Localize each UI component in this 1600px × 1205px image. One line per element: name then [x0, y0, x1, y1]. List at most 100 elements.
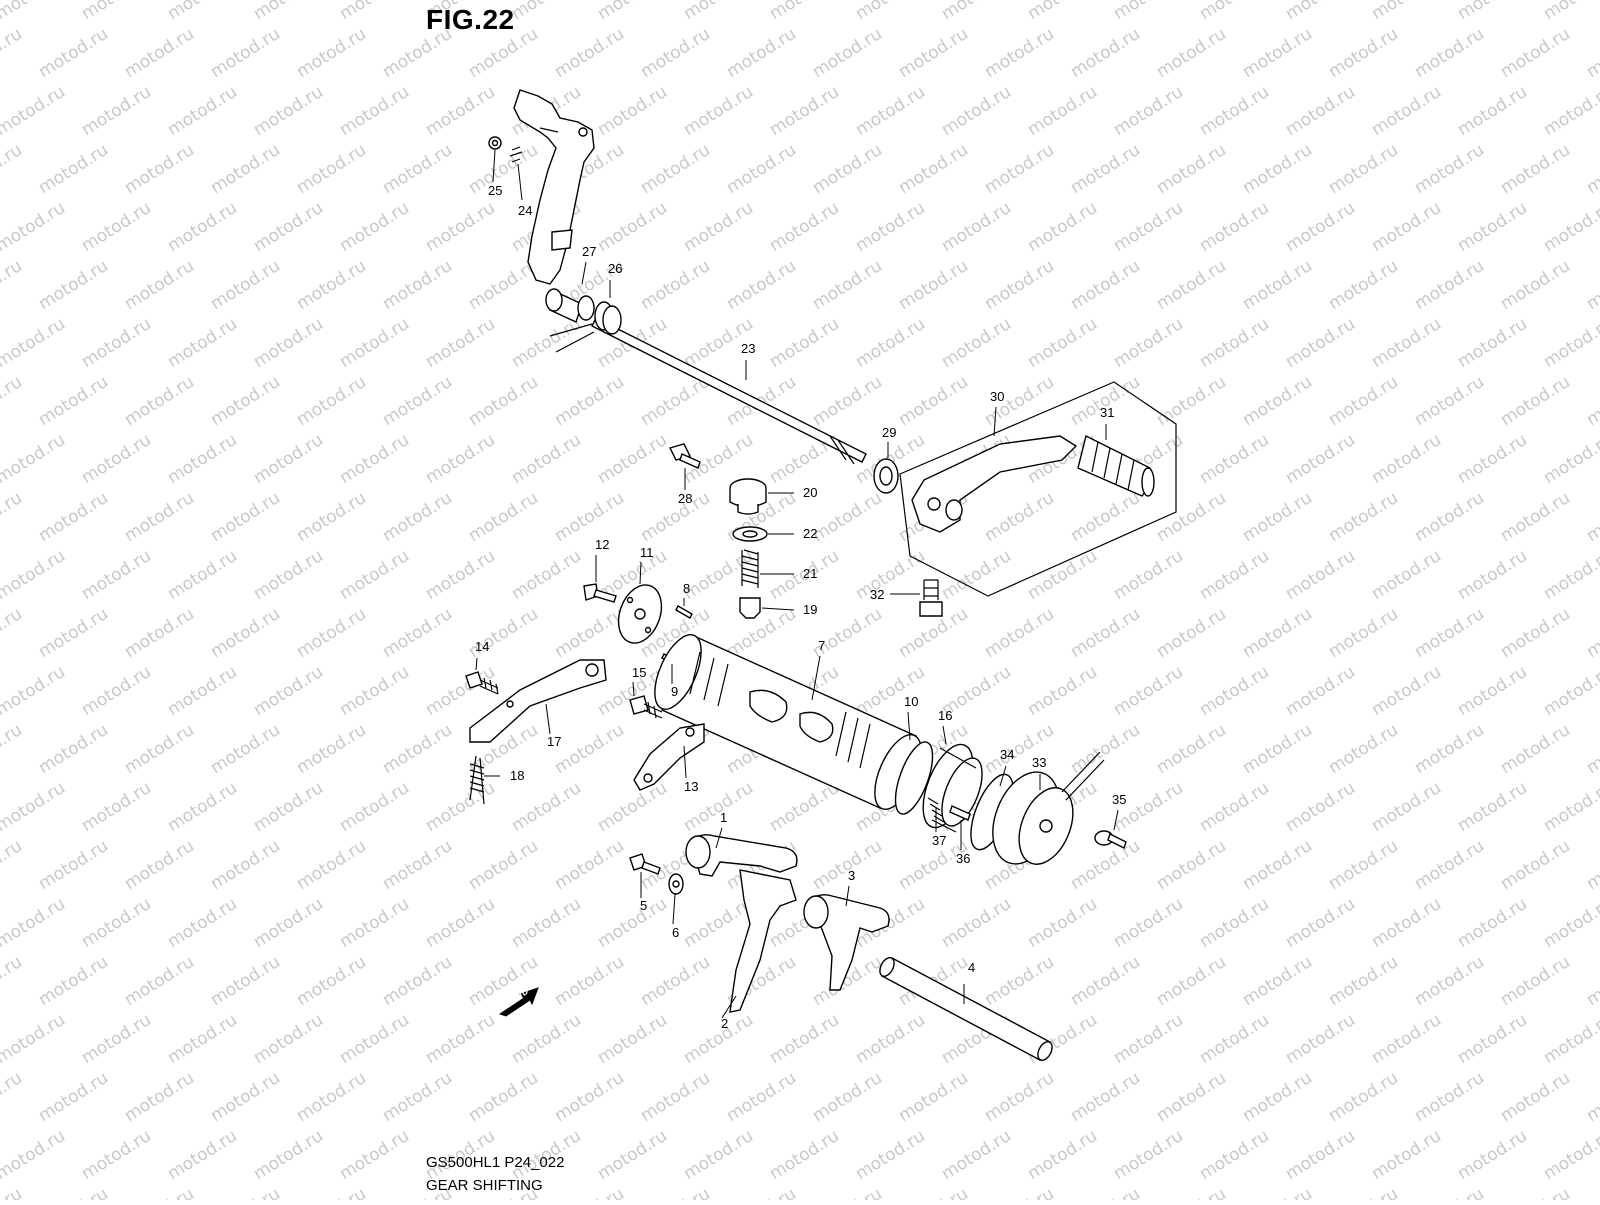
- watermark-text: motod.ru: [1368, 1010, 1445, 1068]
- watermark-text: motod.ru: [723, 24, 800, 82]
- callout-label-23: 23: [741, 341, 755, 356]
- watermark-text: motod.ru: [766, 0, 843, 24]
- watermark-text: motod.ru: [164, 1010, 241, 1068]
- watermark-text: motod.ru: [551, 952, 628, 1010]
- watermark-text: motod.ru: [938, 894, 1015, 952]
- watermark-text: motod.ru: [293, 488, 370, 546]
- watermark-text: motod.ru: [809, 24, 886, 82]
- callout-leader-19: [761, 607, 795, 611]
- watermark-text: motod.ru: [1110, 1126, 1187, 1184]
- callout-label-7: 7: [818, 638, 825, 653]
- watermark-text: motod.ru: [121, 720, 198, 778]
- watermark-text: motod.ru: [0, 778, 69, 836]
- watermark-text: motod.ru: [250, 662, 327, 720]
- watermark-text: motod.ru: [809, 836, 886, 894]
- watermark-text: motod.ru: [336, 662, 413, 720]
- watermark-text: motod.ru: [1454, 1010, 1531, 1068]
- watermark-text: motod.ru: [1239, 372, 1316, 430]
- watermark-text: motod.ru: [164, 894, 241, 952]
- part-36-pin: [949, 805, 971, 821]
- watermark-text: motod.ru: [1239, 24, 1316, 82]
- watermark-text: motod.ru: [1583, 256, 1600, 314]
- callout-label-10: 10: [904, 694, 918, 709]
- watermark-text: motod.ru: [895, 1068, 972, 1126]
- watermark-text: motod.ru: [981, 952, 1058, 1010]
- watermark-text: motod.ru: [852, 0, 929, 24]
- watermark-text: motod.ru: [379, 1068, 456, 1126]
- watermark-text: motod.ru: [78, 546, 155, 604]
- callout-layer: 1234567891011121314151617181920212223242…: [475, 149, 1126, 1031]
- watermark-text: motod.ru: [336, 546, 413, 604]
- callout-label-4: 4: [968, 960, 975, 975]
- watermark-text: motod.ru: [1153, 256, 1230, 314]
- watermark-text: motod.ru: [1368, 894, 1445, 952]
- watermark-text: motod.ru: [1368, 0, 1445, 24]
- watermark-text: motod.ru: [1239, 1068, 1316, 1126]
- watermark-text: motod.ru: [1497, 372, 1574, 430]
- watermark-text: motod.ru: [508, 778, 585, 836]
- watermark-text: motod.ru: [1540, 546, 1600, 604]
- callout-label-28: 28: [678, 491, 692, 506]
- watermark-text: motod.ru: [1583, 1068, 1600, 1126]
- watermark-text: motod.ru: [852, 314, 929, 372]
- watermark-text: motod.ru: [121, 488, 198, 546]
- watermark-text: motod.ru: [809, 488, 886, 546]
- watermark-text: motod.ru: [1368, 778, 1445, 836]
- watermark-text: motod.ru: [121, 1068, 198, 1126]
- part-35-screw: [1094, 830, 1127, 849]
- watermark-text: motod.ru: [121, 836, 198, 894]
- watermark-text: motod.ru: [895, 1184, 972, 1200]
- watermark-text: motod.ru: [78, 778, 155, 836]
- watermark-text: motod.ru: [35, 372, 112, 430]
- watermark-text: motod.ru: [207, 140, 284, 198]
- watermark-text: motod.ru: [0, 140, 26, 198]
- watermark-text: motod.ru: [1583, 140, 1600, 198]
- watermark-text: motod.ru: [637, 488, 714, 546]
- watermark-text: motod.ru: [1411, 1068, 1488, 1126]
- watermark-text: motod.ru: [594, 778, 671, 836]
- watermark-text: motod.ru: [207, 488, 284, 546]
- watermark-text: motod.ru: [1325, 488, 1402, 546]
- callout-leader-34: [999, 765, 1007, 787]
- watermark-text: motod.ru: [1196, 546, 1273, 604]
- watermark-text: motod.ru: [594, 1010, 671, 1068]
- watermark-text: motod.ru: [1497, 604, 1574, 662]
- callout-label-6: 6: [672, 925, 679, 940]
- watermark-text: motod.ru: [1368, 662, 1445, 720]
- watermark-text: motod.ru: [938, 314, 1015, 372]
- watermark-text: motod.ru: [1540, 430, 1600, 488]
- watermark-text: motod.ru: [35, 952, 112, 1010]
- watermark-text: motod.ru: [1497, 836, 1574, 894]
- watermark-text: motod.ru: [508, 430, 585, 488]
- watermark-text: motod.ru: [164, 1126, 241, 1184]
- watermark-text: motod.ru: [594, 1126, 671, 1184]
- watermark-text: motod.ru: [1540, 314, 1600, 372]
- watermark-text: motod.ru: [336, 778, 413, 836]
- watermark-text: motod.ru: [121, 256, 198, 314]
- watermark-text: motod.ru: [250, 0, 327, 24]
- part-30-gearshift-lever: [911, 435, 1078, 533]
- part-33-position-switch: [992, 751, 1105, 865]
- watermark-text: motod.ru: [336, 82, 413, 140]
- watermark-text: motod.ru: [379, 720, 456, 778]
- callout-label-13: 13: [684, 779, 698, 794]
- watermark-text: motod.ru: [422, 198, 499, 256]
- watermark-text: motod.ru: [78, 198, 155, 256]
- watermark-text: motod.ru: [809, 256, 886, 314]
- watermark-text: motod.ru: [1411, 836, 1488, 894]
- watermark-text: motod.ru: [1454, 82, 1531, 140]
- watermark-text: motod.ru: [1583, 952, 1600, 1010]
- watermark-text: motod.ru: [1196, 430, 1273, 488]
- watermark-text: motod.ru: [637, 1068, 714, 1126]
- watermark-text: motod.ru: [293, 256, 370, 314]
- watermark-text: motod.ru: [207, 372, 284, 430]
- watermark-text: motod.ru: [293, 1184, 370, 1200]
- part-7-shift-cam: [654, 634, 922, 810]
- watermark-text: motod.ru: [422, 894, 499, 952]
- watermark-text: motod.ru: [1411, 256, 1488, 314]
- watermark-text: motod.ru: [250, 198, 327, 256]
- part-30-lever-box: [899, 381, 1177, 597]
- watermark-text: motod.ru: [680, 1126, 757, 1184]
- watermark-text: motod.ru: [0, 198, 69, 256]
- part-29-oil-seal: [873, 458, 899, 494]
